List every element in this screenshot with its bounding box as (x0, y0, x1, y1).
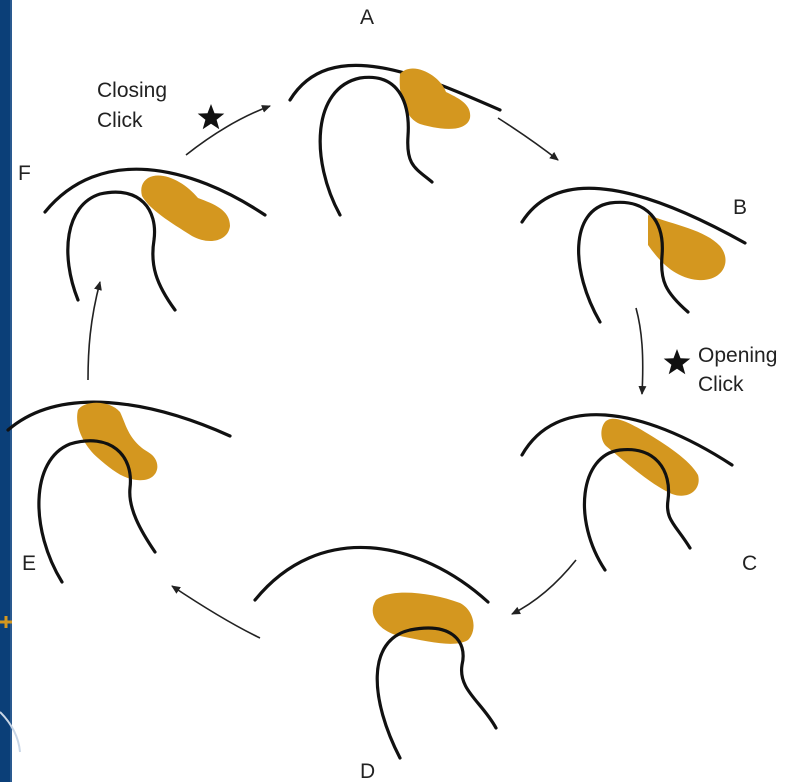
star-icon (664, 349, 691, 374)
opening-click-line1: Opening (698, 344, 777, 367)
arrow-d-to-e (172, 586, 260, 638)
arrow-c-to-d (512, 560, 576, 614)
stage-d-disc (373, 593, 474, 644)
stage-d-joint (255, 547, 496, 758)
stage-label-c: C (742, 552, 757, 575)
arrow-e-to-f (88, 282, 100, 380)
closing-click-line2: Click (97, 109, 143, 132)
stage-b-joint (522, 188, 745, 322)
stage-label-e: E (22, 552, 36, 575)
stage-f-joint (45, 169, 265, 310)
stage-label-f: F (18, 162, 31, 185)
stage-c-joint (522, 415, 732, 570)
stage-label-a: A (360, 6, 374, 29)
stage-e-joint (8, 402, 230, 582)
opening-click-line2: Click (698, 373, 744, 396)
stage-c-disc (601, 419, 698, 496)
stage-label-d: D (360, 760, 375, 782)
stage-a-joint (290, 65, 500, 215)
closing-click-line1: Closing (97, 79, 167, 102)
edge-ornament (0, 616, 12, 628)
arrow-f-to-a (186, 106, 270, 155)
edge-curve (0, 712, 20, 752)
arrow-a-to-b (498, 118, 558, 160)
stage-a-disc (400, 68, 471, 128)
star-icon (198, 104, 225, 129)
arrow-b-to-c (636, 308, 643, 394)
stage-label-b: B (733, 196, 747, 219)
